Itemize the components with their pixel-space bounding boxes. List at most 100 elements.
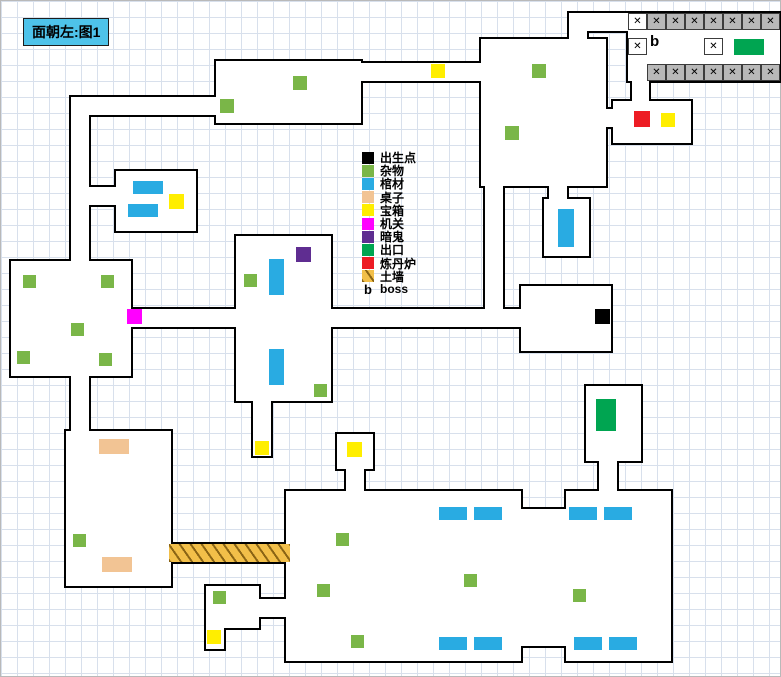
legend-swatch-wall	[362, 270, 374, 283]
room-floor	[216, 61, 361, 123]
rock-wall-cell: ✕	[704, 64, 723, 81]
map-marker-exit	[734, 39, 764, 55]
map-marker-chest	[255, 441, 269, 455]
map-marker-coffin	[128, 204, 158, 217]
corridor-floor	[569, 13, 630, 31]
map-marker-ghost	[296, 247, 311, 262]
map-marker-chest	[169, 194, 184, 209]
map-marker-coffin	[269, 349, 284, 385]
boss-room-overlay: ✕✕✕✕✕✕✕✕✕✕✕✕✕✕✕✕✕b	[628, 13, 780, 81]
map-marker-junk	[220, 99, 234, 113]
legend-row-table: 桌子	[362, 190, 452, 205]
rock-wall-cell: ✕	[723, 64, 742, 81]
map-marker-junk	[317, 584, 330, 597]
legend-label-boss: boss	[380, 282, 409, 297]
map-marker-exit	[596, 399, 616, 431]
corridor-floor	[71, 97, 216, 115]
room-floor	[116, 171, 196, 231]
legend-row-exit: 出口	[362, 243, 452, 258]
map-marker-junk	[213, 591, 226, 604]
map-marker-junk	[314, 384, 327, 397]
map-marker-chest	[347, 442, 362, 457]
room-floor	[481, 39, 606, 186]
map-marker-junk	[573, 589, 586, 602]
breakable-wall-cell: ✕	[704, 38, 723, 55]
map-marker-coffin	[439, 637, 467, 650]
legend-label-spawn: 出生点	[380, 151, 417, 166]
corridor-floor	[71, 374, 89, 433]
legend-row-ghost: 暗鬼	[362, 230, 452, 245]
map-marker-table	[99, 439, 129, 454]
legend-row-chest: 宝箱	[362, 204, 452, 218]
boss-label: b	[650, 33, 660, 50]
corridor-floor	[485, 184, 503, 315]
legend-label-ghost: 暗鬼	[380, 230, 405, 245]
room-floor	[521, 509, 566, 646]
map-marker-coffin	[133, 181, 163, 194]
map-marker-junk	[464, 574, 477, 587]
map-marker-coffin	[474, 637, 502, 650]
corridor-floor	[632, 79, 649, 103]
rock-wall-cell: ✕	[666, 64, 685, 81]
rock-wall-cell: ✕	[685, 64, 704, 81]
map-marker-coffin	[474, 507, 502, 520]
legend-row-spawn: 出生点	[362, 151, 452, 166]
legend-swatch-coffin	[362, 177, 374, 190]
breakable-wall-cell: ✕	[628, 38, 647, 55]
legend-swatch-ghost	[362, 230, 374, 243]
corridor-floor	[346, 467, 364, 493]
legend-swatch-exit	[362, 243, 374, 256]
rock-wall-cell: ✕	[647, 13, 666, 30]
legend-row-junk: 杂物	[362, 164, 452, 178]
earth-wall-passage	[169, 544, 290, 562]
map-marker-chest	[431, 64, 445, 78]
map-title-badge: 面朝左:图1	[23, 18, 110, 46]
corridor-floor	[87, 187, 118, 205]
rock-wall-cell: ✕	[647, 64, 666, 81]
map-marker-junk	[73, 534, 86, 547]
corridor-floor	[71, 97, 89, 263]
legend-row-mech: 机关	[362, 217, 452, 231]
map-marker-coffin	[269, 259, 284, 295]
legend-swatch-spawn	[362, 151, 374, 164]
legend-symbol-boss: b	[364, 281, 372, 297]
map-marker-chest	[661, 113, 675, 127]
map-marker-spawn	[595, 309, 610, 324]
map-marker-junk	[101, 275, 114, 288]
rock-wall-cell: ✕	[761, 64, 780, 81]
map-marker-junk	[293, 76, 307, 90]
rock-wall-cell: ✕	[723, 13, 742, 30]
rock-wall-cell: ✕	[761, 13, 780, 30]
legend-swatch-junk	[362, 164, 374, 177]
legend-swatch-table	[362, 191, 374, 204]
map-marker-junk	[23, 275, 36, 288]
map-marker-junk	[99, 353, 112, 366]
legend-swatch-chest	[362, 204, 374, 217]
corridor-floor	[329, 309, 523, 327]
rock-wall-cell: ✕	[704, 13, 723, 30]
rock-wall-cell: ✕	[666, 13, 685, 30]
legend-label-table: 桌子	[380, 190, 405, 205]
room-floor	[613, 101, 691, 143]
map-marker-coffin	[558, 209, 574, 247]
map-marker-coffin	[569, 507, 597, 520]
rock-wall-cell: ✕	[685, 13, 704, 30]
legend-label-exit: 出口	[380, 243, 405, 258]
map-marker-mech	[127, 309, 142, 324]
map-marker-junk	[532, 64, 546, 78]
legend-label-furnace: 炼丹炉	[380, 256, 417, 271]
legend-row-coffin: 棺材	[362, 177, 452, 191]
corridor-floor	[361, 63, 483, 81]
map-marker-coffin	[439, 507, 467, 520]
map-marker-junk	[505, 126, 519, 140]
map-marker-chest	[207, 630, 221, 644]
map-marker-table	[102, 557, 132, 572]
map-marker-coffin	[604, 507, 632, 520]
map-marker-junk	[336, 533, 349, 546]
legend-swatch-mech	[362, 217, 374, 230]
legend-row-furnace: 炼丹炉	[362, 256, 452, 271]
breakable-wall-cell: ✕	[628, 13, 647, 30]
